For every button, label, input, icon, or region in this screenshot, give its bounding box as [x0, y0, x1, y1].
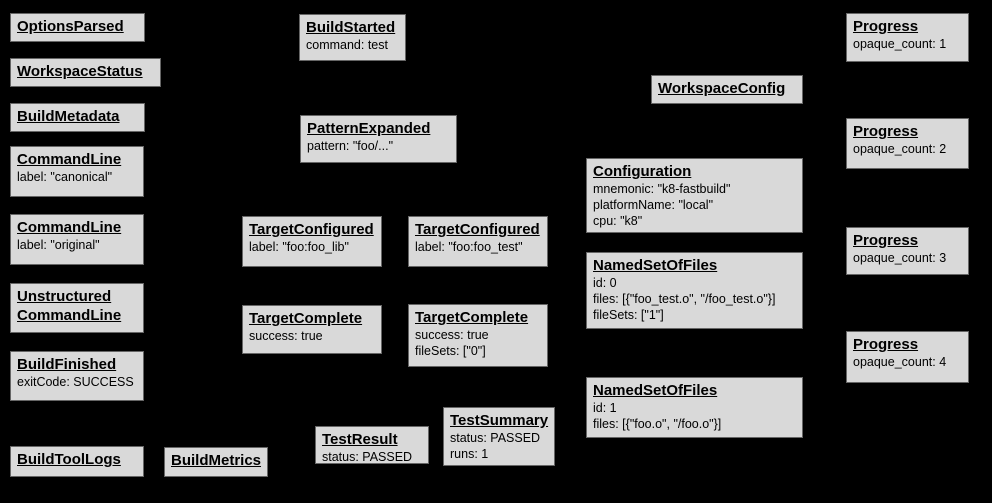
event-node-buildmetadata: BuildMetadata: [10, 103, 145, 132]
node-field: pattern: "foo/...": [307, 139, 394, 153]
node-field: status: PASSED: [322, 450, 413, 464]
node-field: label: "canonical": [17, 170, 113, 184]
event-node-commandline: CommandLine label: "canonical": [10, 146, 144, 197]
event-node-testresult: TestResult status: PASSED: [315, 426, 429, 464]
node-field: fileSets: ["1"]: [593, 308, 664, 322]
node-title: PatternExpanded: [307, 120, 431, 137]
event-node-targetconfigured: TargetConfigured label: "foo:foo_lib": [242, 216, 382, 267]
node-title: TargetComplete: [415, 309, 529, 326]
node-field: runs: 1: [450, 447, 489, 461]
node-field: cpu: "k8": [593, 214, 643, 228]
node-field: platformName: "local": [593, 198, 714, 212]
node-field: mnemonic: "k8-fastbuild": [593, 182, 731, 196]
node-field: success: true: [249, 329, 323, 343]
node-title: TargetConfigured: [415, 221, 540, 238]
node-field: command: test: [306, 38, 388, 52]
event-node-namedsetoffiles: NamedSetOfFiles id: 0 files: [{"foo_test.o…: [586, 252, 803, 329]
node-field: fileSets: ["0"]: [415, 344, 486, 358]
node-field: opaque_count: 3: [853, 251, 947, 265]
event-node-commandline: CommandLine label: "original": [10, 214, 144, 265]
node-field: opaque_count: 1: [853, 37, 947, 51]
event-node-testsummary: TestSummary status: PASSED runs: 1: [443, 407, 555, 466]
event-node-progress: Progress opaque_count: 1: [846, 13, 969, 62]
node-title: CommandLine: [17, 219, 122, 236]
node-field: exitCode: SUCCESS: [17, 375, 134, 389]
node-title: Unstructured: [17, 288, 112, 305]
node-title: TargetConfigured: [249, 221, 374, 238]
node-title: CommandLine: [17, 151, 122, 168]
node-field: label: "original": [17, 238, 100, 252]
event-node-patternexpanded: PatternExpanded pattern: "foo/...": [300, 115, 457, 163]
node-title: BuildMetadata: [17, 108, 120, 125]
node-field: id: 1: [593, 401, 617, 415]
node-title: WorkspaceStatus: [17, 63, 143, 80]
event-node-targetcomplete: TargetComplete success: true: [242, 305, 382, 354]
node-title: Progress: [853, 123, 919, 140]
event-node-buildtoollogs: BuildToolLogs: [10, 446, 144, 477]
event-node-buildmetrics: BuildMetrics: [164, 447, 268, 477]
event-node-configuration: Configuration mnemonic: "k8-fastbuild" pla…: [586, 158, 803, 233]
node-field: label: "foo:foo_test": [415, 240, 523, 254]
node-title: Progress: [853, 232, 919, 249]
node-title: BuildToolLogs: [17, 451, 121, 468]
event-node-progress: Progress opaque_count: 2: [846, 118, 969, 169]
node-title: BuildMetrics: [171, 452, 262, 469]
event-node-progress: Progress opaque_count: 3: [846, 227, 969, 275]
node-field: label: "foo:foo_lib": [249, 240, 349, 254]
node-title: BuildStarted: [306, 19, 396, 36]
node-title: OptionsParsed: [17, 18, 124, 35]
event-node-buildfinished: BuildFinished exitCode: SUCCESS: [10, 351, 144, 401]
node-field: success: true: [415, 328, 489, 342]
node-field: opaque_count: 2: [853, 142, 947, 156]
event-node-workspaceconfig: WorkspaceConfig: [651, 75, 803, 104]
node-field: status: PASSED: [450, 431, 541, 445]
node-field: files: [{"foo.o", "/foo.o"}]: [593, 417, 722, 431]
event-node-optionsparsed: OptionsParsed: [10, 13, 145, 42]
node-field: opaque_count: 4: [853, 355, 947, 369]
node-title: NamedSetOfFiles: [593, 257, 718, 274]
node-title: WorkspaceConfig: [658, 80, 786, 97]
event-node-buildstarted: BuildStarted command: test: [299, 14, 406, 61]
node-title: Configuration: [593, 163, 692, 180]
node-title: NamedSetOfFiles: [593, 382, 718, 399]
event-node-progress: Progress opaque_count: 4: [846, 331, 969, 383]
node-title: CommandLine: [17, 307, 122, 324]
event-node-namedsetoffiles: NamedSetOfFiles id: 1 files: [{"foo.o", "/…: [586, 377, 803, 438]
node-title: Progress: [853, 18, 919, 35]
node-title: TargetComplete: [249, 310, 363, 327]
node-field: files: [{"foo_test.o", "/foo_test.o"}]: [593, 292, 776, 306]
node-title: TestSummary: [450, 412, 549, 429]
event-node-targetconfigured: TargetConfigured label: "foo:foo_test": [408, 216, 548, 267]
node-field: id: 0: [593, 276, 617, 290]
event-node-workspacestatus: WorkspaceStatus: [10, 58, 161, 87]
node-title: Progress: [853, 336, 919, 353]
node-title: BuildFinished: [17, 356, 117, 373]
event-node-targetcomplete: TargetComplete success: true fileSets: ["0…: [408, 304, 548, 367]
node-title: TestResult: [322, 431, 398, 448]
